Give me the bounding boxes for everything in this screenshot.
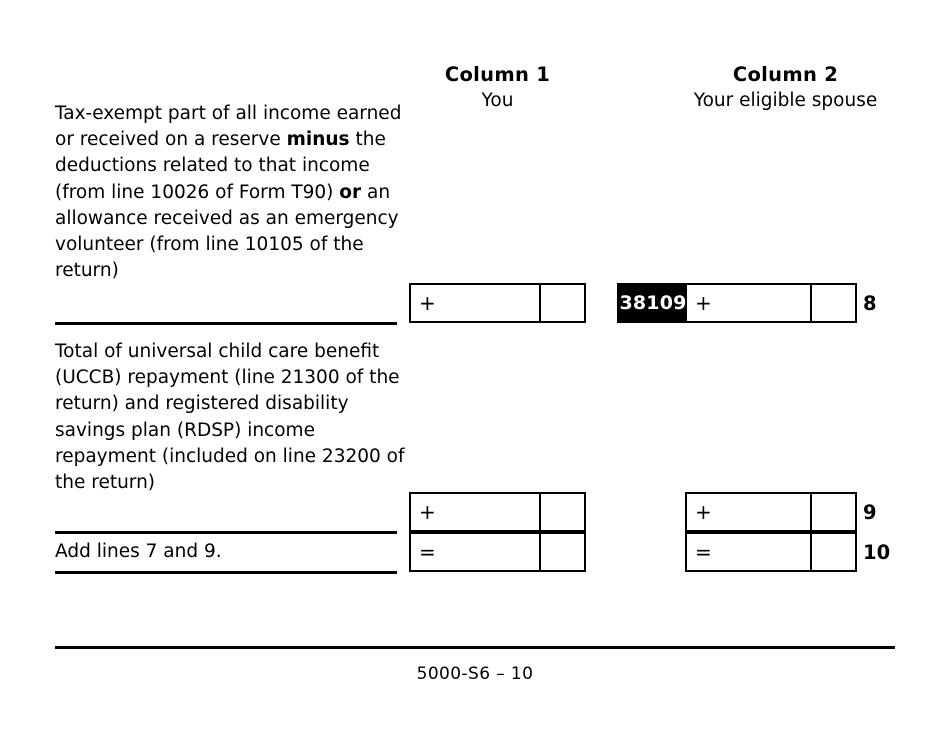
- line-10-column-1-field[interactable]: =: [409, 532, 586, 572]
- line-8-column-1-field[interactable]: +: [409, 283, 586, 323]
- line-9-column-2-amount[interactable]: +: [687, 494, 810, 530]
- operator-plus: +: [695, 500, 712, 524]
- line-number-8: 8: [863, 292, 877, 315]
- column-header-1: Column 1 You: [409, 62, 586, 114]
- operator-plus: +: [419, 500, 436, 524]
- footer-divider: [55, 646, 895, 649]
- line-10-column-2-amount[interactable]: =: [687, 534, 810, 570]
- line-9-description: Total of universal child care benefit (U…: [55, 341, 405, 494]
- operator-equals: =: [419, 540, 436, 564]
- line-9-column-2-cents[interactable]: [810, 494, 855, 530]
- line-number-10: 10: [863, 541, 891, 564]
- line-9-column-1-field[interactable]: +: [409, 492, 586, 532]
- divider-under-line-10: [55, 571, 397, 574]
- line-10-column-2-cents[interactable]: [810, 534, 855, 570]
- line-9-column-1-amount[interactable]: +: [411, 494, 539, 530]
- divider-under-line-8: [55, 322, 397, 325]
- line-8-column-1-amount[interactable]: +: [411, 285, 539, 321]
- operator-plus: +: [419, 291, 436, 315]
- operator-equals: =: [695, 540, 712, 564]
- line-8-column-2-amount[interactable]: +: [687, 285, 810, 321]
- form-code-footer: 5000-S6 – 10: [416, 664, 534, 684]
- column-1-title: Column 1: [444, 63, 551, 86]
- line-10-column-1-amount[interactable]: =: [411, 534, 539, 570]
- column-2-title: Column 2: [732, 63, 839, 86]
- line-8-field-code-38109: 38109: [619, 285, 687, 321]
- line-10-description: Add lines 7 and 9.: [55, 541, 222, 562]
- line-10-column-1-cents[interactable]: [539, 534, 584, 570]
- line-9-column-1-cents[interactable]: [539, 494, 584, 530]
- line-8-column-1-cents[interactable]: [539, 285, 584, 321]
- line-8-column-2-field[interactable]: 38109 +: [617, 283, 857, 323]
- line-8-description: Tax-exempt part of all income earned or …: [55, 103, 402, 282]
- divider-under-line-9: [55, 531, 397, 534]
- line-number-9: 9: [863, 501, 877, 524]
- column-2-subtitle: Your eligible spouse: [693, 90, 878, 111]
- column-header-2: Column 2 Your eligible spouse: [683, 62, 888, 114]
- line-10-column-2-field[interactable]: =: [685, 532, 857, 572]
- line-8-column-2-cents[interactable]: [810, 285, 855, 321]
- column-1-subtitle: You: [481, 90, 514, 111]
- operator-plus: +: [695, 291, 712, 315]
- line-9-column-2-field[interactable]: +: [685, 492, 857, 532]
